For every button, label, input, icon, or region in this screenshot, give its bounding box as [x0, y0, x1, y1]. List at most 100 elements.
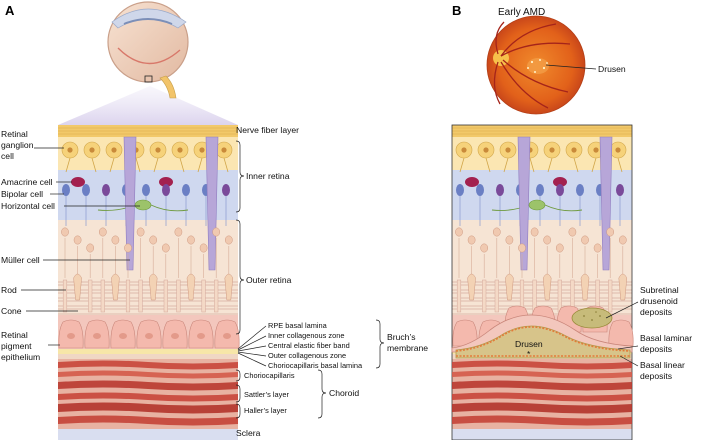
- ganglion-nucleus: [571, 147, 577, 153]
- photoreceptor-nucleus: [98, 227, 107, 237]
- bipolar-cell: [62, 184, 70, 196]
- ganglion-dendrite: [109, 157, 115, 173]
- rpe-nucleus: [197, 333, 205, 339]
- muller-cell: [123, 136, 137, 271]
- rpe-cell: [608, 319, 634, 347]
- rpe-nucleus: [119, 333, 127, 339]
- amacrine-cell: [553, 177, 567, 187]
- photoreceptor-nucleus: [86, 243, 95, 253]
- cone-segment: [467, 273, 476, 301]
- ganglion-nucleus: [199, 147, 205, 153]
- ganglion-dendrite: [591, 157, 597, 173]
- label-inner-collagenous-zone: Inner collagenous zone: [268, 331, 344, 340]
- drusen-deposits: Drusen *: [451, 307, 633, 359]
- label-bruchs-membrane: Bruch’s membrane: [387, 332, 428, 353]
- label-hallers-layer: Haller’s layer: [244, 406, 287, 415]
- rod-segment: [88, 279, 93, 313]
- ganglion-dendrite: [197, 157, 203, 173]
- photoreceptor-nucleus: [467, 235, 476, 245]
- photoreceptor-nucleus: [518, 243, 526, 253]
- drusen-star: *: [527, 349, 531, 359]
- label-outer-collagenous-zone: Outer collagenous zone: [268, 351, 346, 360]
- muller-cell: [517, 136, 531, 271]
- ganglion-nucleus: [221, 147, 227, 153]
- cone-segment: [618, 273, 628, 301]
- rpe-nucleus: [93, 333, 101, 339]
- ganglion-dendrite: [485, 157, 491, 173]
- rod-segment: [125, 279, 131, 313]
- rod-segment: [532, 279, 537, 313]
- label-basal-laminar-deposits: Basal laminar deposits: [640, 333, 694, 354]
- label-horizontal-cell: Horizontal cell: [1, 201, 55, 211]
- bipolar-cell: [536, 184, 544, 196]
- panel-b-letter: B: [452, 3, 461, 18]
- photoreceptor-nucleus: [455, 227, 463, 237]
- photoreceptor-nucleus: [505, 235, 514, 245]
- ganglion-nucleus: [549, 147, 555, 153]
- photoreceptor-nucleus: [618, 235, 627, 245]
- ganglion-nucleus: [177, 147, 183, 153]
- horizontal-cell: [528, 199, 546, 211]
- label-subretinal-drusenoid-deposits: Subretinal drusenoid deposits: [640, 285, 681, 317]
- label-cone: Cone: [1, 306, 22, 316]
- panel-b-title: Early AMD: [498, 7, 545, 18]
- photoreceptor-nucleus: [568, 227, 577, 237]
- retina-cells-a: [58, 136, 240, 349]
- choroid-vessels-a: [58, 360, 238, 426]
- rod-segment: [214, 279, 219, 313]
- cone-segment: [73, 273, 82, 301]
- fundus-illustration: Drusen: [486, 15, 626, 115]
- label-outer-retina: Outer retina: [246, 275, 292, 285]
- right-label-group-b: Subretinal drusenoid deposits Basal lami…: [605, 285, 694, 381]
- ganglion-dendrite: [503, 157, 509, 173]
- rod-segment: [62, 279, 68, 313]
- bipolar-cell: [82, 184, 90, 196]
- horizontal-cell: [134, 199, 152, 211]
- photoreceptor-nucleus: [555, 243, 564, 253]
- ganglion-dendrite: [529, 157, 535, 173]
- photoreceptor-nucleus: [224, 235, 233, 245]
- choroid-vessel: [58, 415, 238, 426]
- amacrine-cell: [71, 177, 85, 187]
- photoreceptor-nucleus: [480, 243, 489, 253]
- choroid-vessels-b: [452, 360, 632, 426]
- photoreceptor-nucleus: [606, 227, 615, 237]
- bipolar-cell: [182, 184, 190, 196]
- photoreceptor-nucleus: [530, 227, 539, 237]
- cone-segment: [224, 273, 234, 301]
- photoreceptor-nucleus: [136, 227, 145, 237]
- rpe-nucleus: [223, 333, 231, 339]
- rpe-cell: [452, 319, 478, 347]
- ganglion-nucleus: [111, 147, 117, 153]
- rod-segment: [608, 279, 613, 313]
- rod-segment: [201, 279, 206, 313]
- rod-segment: [482, 279, 487, 313]
- bipolar-cell: [556, 184, 564, 196]
- bipolar-cell: [476, 184, 484, 196]
- label-choriocapillaris: Choriocapillaris: [244, 371, 295, 380]
- ganglion-dendrite: [223, 157, 229, 173]
- label-choroid: Choroid: [329, 388, 359, 398]
- choroid-vessel: [452, 402, 632, 414]
- label-choriocapillaris-basal-lamina: Choriocapillaris basal lamina: [268, 361, 363, 370]
- photoreceptor-nucleus: [161, 243, 170, 253]
- label-nerve-fiber-layer: Nerve fiber layer: [236, 125, 299, 135]
- muller-cell: [599, 136, 613, 271]
- label-central-elastic-fiber-band: Central elastic fiber band: [268, 341, 350, 350]
- photoreceptor-nucleus: [581, 235, 589, 245]
- ganglion-nucleus: [155, 147, 161, 153]
- photoreceptor-nucleus: [111, 235, 120, 245]
- photoreceptor-nucleus: [73, 235, 82, 245]
- bipolar-cell: [142, 184, 150, 196]
- ganglion-dendrite: [179, 157, 185, 173]
- ganglion-dendrite: [91, 157, 97, 173]
- label-rpe-basal-lamina: RPE basal lamina: [268, 321, 328, 330]
- cone-segment: [542, 273, 552, 301]
- amacrine-cell: [465, 177, 479, 187]
- rpe-nucleus: [145, 333, 153, 339]
- choroid-vessel: [58, 380, 238, 391]
- label-muller-cell: Müller cell: [1, 255, 40, 265]
- rpe-nucleus: [171, 333, 179, 339]
- ganglion-dendrite: [459, 157, 465, 173]
